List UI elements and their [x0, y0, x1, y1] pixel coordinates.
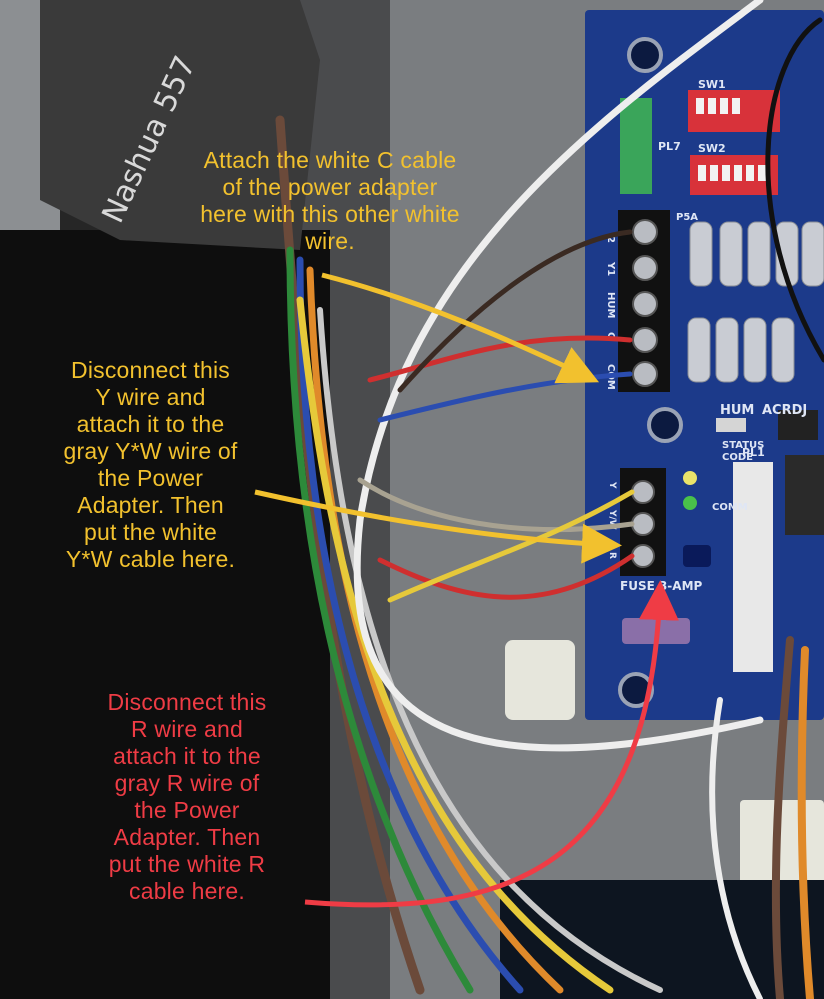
- terminal-label-2: 2: [605, 236, 616, 243]
- connector-pl1: [733, 462, 773, 672]
- board-label-code: CODE: [722, 452, 753, 463]
- wire-clip: [505, 640, 575, 720]
- green-connector-pl7: [620, 98, 652, 194]
- arrow-c-terminal: [321, 272, 600, 384]
- board-label-comm: COMM: [712, 502, 748, 513]
- black-insulation: [0, 230, 330, 999]
- terminal-label-r: R: [607, 552, 617, 559]
- duct-tape: [40, 0, 320, 250]
- board-label-status: STATUS: [722, 440, 764, 451]
- annotation-r-wire: Disconnect this R wire and attach it to …: [107, 689, 267, 904]
- board-label-p5a: P5A: [676, 212, 698, 223]
- arrow-yw-terminal: [254, 489, 622, 564]
- resistor-bank: [687, 221, 824, 383]
- board-label-hum: HUM: [720, 403, 754, 418]
- terminal-label-yw: Y/W: [607, 509, 617, 530]
- annotation-y-wire: Disconnect this Y wire and attach it to …: [63, 357, 238, 572]
- arrow-r-terminal: [304, 580, 679, 908]
- board-label-pl1: PL1: [742, 446, 765, 459]
- annotation-c-cable: Attach the white C cable of the power ad…: [200, 147, 460, 254]
- board-label-acrdj: ACRDJ: [762, 403, 807, 418]
- board-label-pl7: PL7: [658, 140, 681, 153]
- board-label-sw2: SW2: [698, 142, 726, 155]
- wire-bundle: [275, 0, 824, 999]
- board-label-sw1: SW1: [698, 78, 726, 91]
- terminal-label-g: G: [605, 332, 616, 340]
- terminal-label-y1: Y1: [605, 261, 616, 276]
- terminal-label-y: Y: [607, 481, 617, 489]
- terminal-label-hum: HUM: [605, 292, 616, 318]
